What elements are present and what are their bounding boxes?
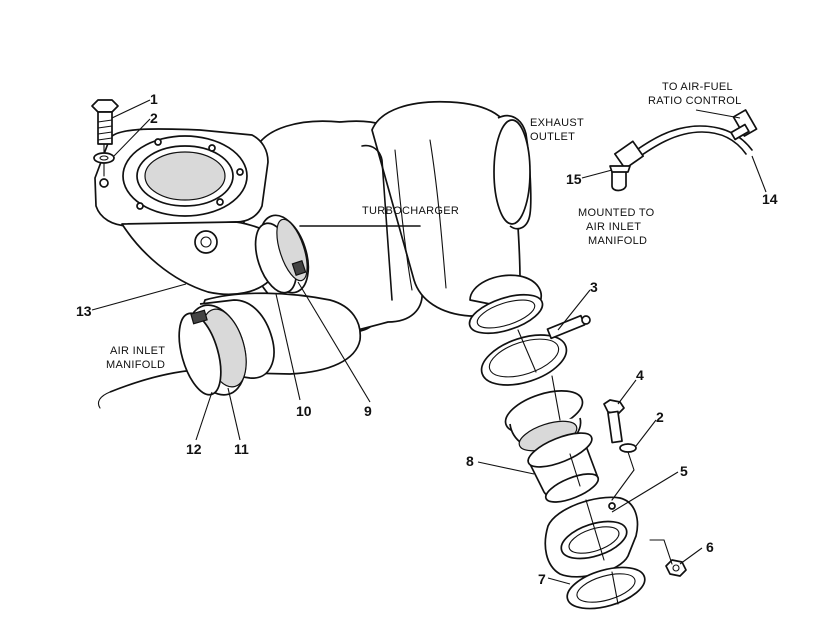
label-turbocharger: TURBOCHARGER bbox=[362, 205, 459, 217]
exhaust-flange-part-5 bbox=[544, 496, 639, 578]
washer-part-2 bbox=[93, 152, 115, 164]
elbow-fitting-part-15 bbox=[609, 140, 645, 192]
exhaust-tube-part-8 bbox=[527, 432, 600, 503]
callout-8: 8 bbox=[466, 453, 474, 469]
callout-3: 3 bbox=[590, 279, 598, 295]
air-inlet-hose-parts-11-12 bbox=[97, 299, 275, 409]
washer-part-2-lower bbox=[619, 443, 637, 453]
callout-14: 14 bbox=[762, 191, 778, 207]
label-air-inlet-manifold-a: AIR INLET bbox=[586, 221, 641, 233]
callout-5: 5 bbox=[680, 463, 688, 479]
callout-leader-lines bbox=[91, 99, 767, 585]
callout-6: 6 bbox=[706, 539, 714, 555]
air-fuel-line-part-14 bbox=[627, 109, 758, 163]
bolt-part-4 bbox=[603, 399, 625, 444]
label-mounted-to: MOUNTED TO bbox=[578, 207, 655, 219]
callout-numbers: 1 2 3 4 2 5 6 7 8 9 10 11 12 13 14 15 bbox=[76, 91, 778, 587]
v-band-clamp-part-3 bbox=[480, 314, 591, 386]
callout-13: 13 bbox=[76, 303, 92, 319]
v-band-gasket bbox=[468, 293, 544, 335]
label-exhaust: EXHAUST bbox=[530, 117, 584, 129]
label-manifold-a: MANIFOLD bbox=[588, 235, 647, 247]
callout-7: 7 bbox=[538, 571, 546, 587]
label-ratio-control: RATIO CONTROL bbox=[648, 95, 742, 107]
elbow-inlet-part-13 bbox=[94, 128, 277, 296]
callout-11: 11 bbox=[234, 441, 249, 457]
label-air-inlet: AIR INLET bbox=[110, 345, 165, 357]
assembly-alignment-lines bbox=[517, 329, 673, 605]
label-outlet: OUTLET bbox=[530, 131, 575, 143]
callout-1: 1 bbox=[150, 91, 158, 107]
compressor-hose-clamp-parts-9-10 bbox=[254, 214, 310, 294]
label-manifold-b: MANIFOLD bbox=[106, 359, 165, 371]
callout-4: 4 bbox=[636, 367, 644, 383]
callout-2-lower: 2 bbox=[656, 409, 664, 425]
label-to-air-fuel: TO AIR-FUEL bbox=[662, 81, 733, 93]
callout-15: 15 bbox=[566, 171, 582, 187]
nut-part-6 bbox=[665, 559, 687, 577]
diagram-text-labels: TO AIR-FUEL RATIO CONTROL EXHAUST OUTLET… bbox=[106, 81, 742, 371]
seal-ring-part-7 bbox=[566, 566, 646, 610]
callout-9: 9 bbox=[364, 403, 372, 419]
callout-2: 2 bbox=[150, 110, 158, 126]
callout-10: 10 bbox=[296, 403, 312, 419]
callout-12: 12 bbox=[186, 441, 202, 457]
bolt-part-1 bbox=[91, 99, 119, 145]
